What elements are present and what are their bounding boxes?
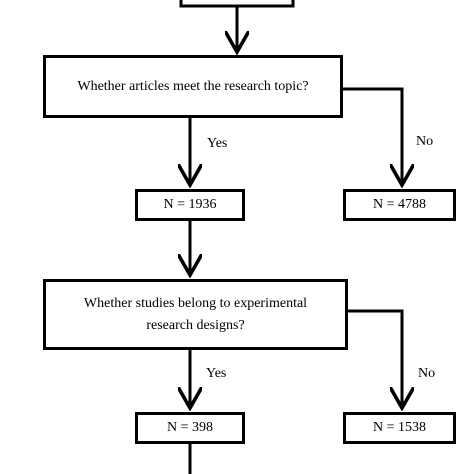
question-2-line-1: Whether studies belong to experimental — [83, 295, 308, 311]
question-2-box: Whether studies belong to experimental r… — [43, 279, 348, 350]
no-label-1: No — [416, 134, 434, 149]
count-box-yes-2: N = 398 — [135, 412, 245, 444]
count-box-no-1: N = 4788 — [343, 189, 456, 221]
count-text-yes-1: N = 1936 — [163, 197, 217, 212]
question-1-text: Whether articles meet the research topic… — [77, 78, 309, 94]
no-label-2: No — [418, 366, 436, 381]
question-1-box: Whether articles meet the research topic… — [43, 55, 343, 118]
count-box-no-2: N = 1538 — [343, 412, 456, 444]
count-box-yes-1: N = 1936 — [135, 189, 245, 221]
count-text-yes-2: N = 398 — [166, 420, 213, 435]
arrow-q1-no — [343, 87, 402, 182]
question-2-line-2: research designs? — [146, 317, 245, 333]
count-text-no-2: N = 1538 — [372, 420, 426, 435]
count-text-no-1: N = 4788 — [372, 197, 426, 212]
yes-label-1: Yes — [207, 136, 228, 151]
arrow-q2-no — [348, 309, 402, 405]
yes-label-2: Yes — [206, 366, 227, 381]
top-box-remnant — [179, 0, 295, 8]
